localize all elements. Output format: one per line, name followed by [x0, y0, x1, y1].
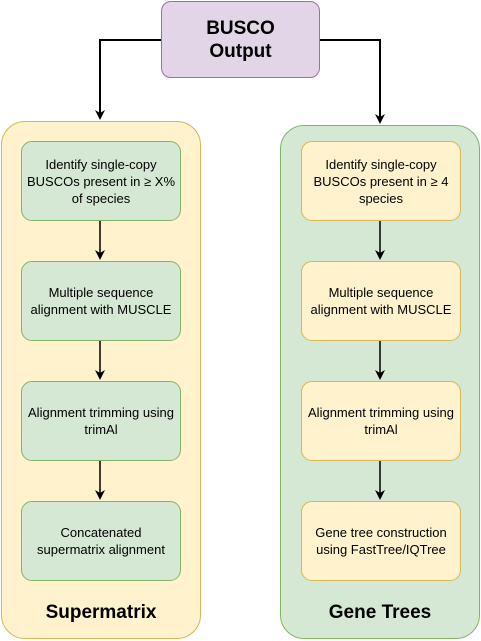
left-step-trimming: Alignment trimming using trimAl [21, 381, 181, 461]
left-step-concatenated: Concatenated supermatrix alignment [21, 501, 181, 581]
right-step-trimming: Alignment trimming using trimAl [301, 381, 461, 461]
supermatrix-label: Supermatrix [45, 602, 157, 623]
right-step-alignment: Multiple sequence alignment with MUSCLE [301, 261, 461, 341]
left-step-alignment: Multiple sequence alignment with MUSCLE [21, 261, 181, 341]
arrow-top-to-right [320, 39, 385, 124]
gene-trees-label: Gene Trees [328, 602, 432, 623]
left-step-identify: Identify single-copy BUSCOs present in ≥… [21, 141, 181, 221]
right-step-identify: Identify single-copy BUSCOs present in ≥… [301, 141, 461, 221]
busco-output-node: BUSCO Output [161, 1, 320, 78]
right-step-gene-tree: Gene tree construction using FastTree/IQ… [301, 501, 461, 581]
arrow-top-to-left [95, 39, 161, 120]
